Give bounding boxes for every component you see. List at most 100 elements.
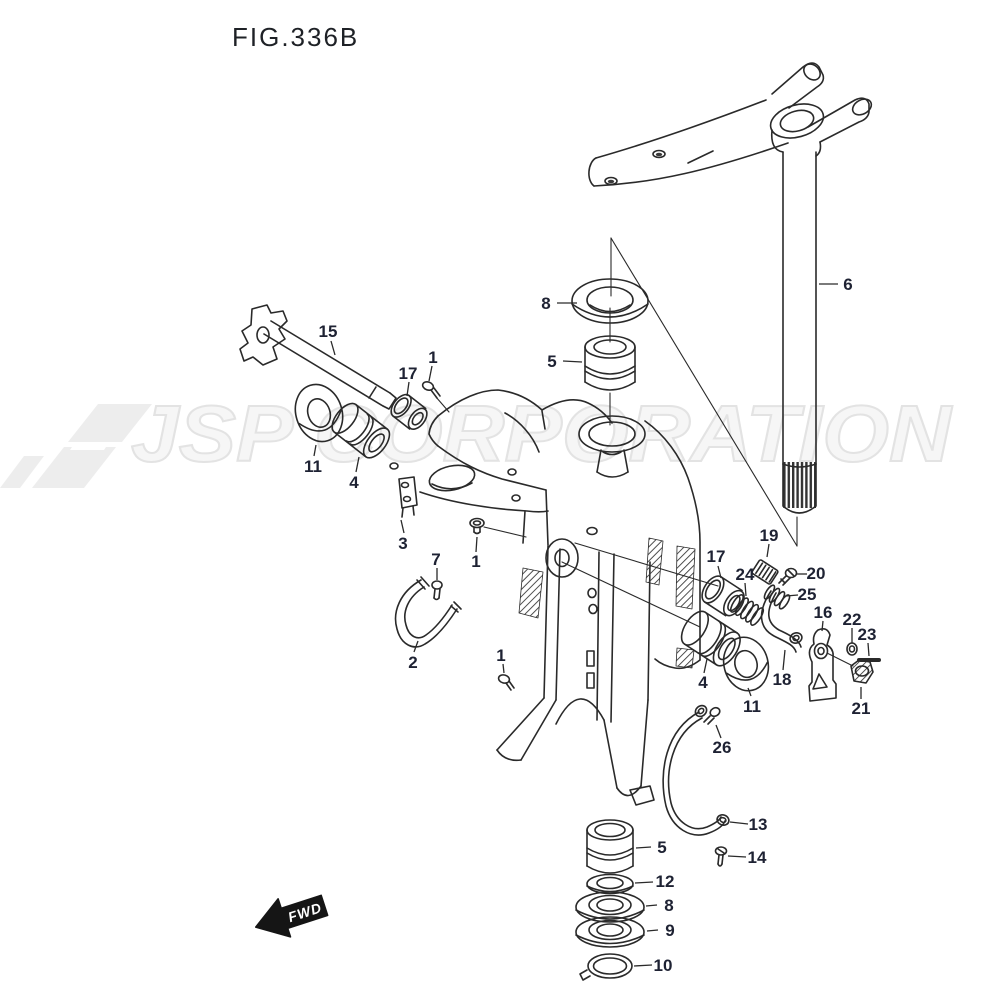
part-8-washer-bottom-art (575, 891, 645, 923)
swivel-bracket-art (389, 389, 719, 806)
part-18-link-rod-art (760, 590, 803, 653)
leader-line-part-26 (715, 724, 722, 739)
part-11-washer-left-art (294, 383, 344, 443)
part-label-12: 12 (656, 872, 675, 891)
part-2-clamp-art (394, 576, 462, 648)
fwd-direction-arrow: FWD (254, 894, 329, 938)
part-14-screw-art (714, 846, 728, 867)
part-10-ring-art (579, 953, 633, 981)
part-label-4: 4 (698, 673, 708, 692)
leader-line-part-1 (502, 663, 505, 674)
leader-line-part-9 (646, 929, 659, 932)
part-11-washer-right-art (722, 636, 770, 692)
part-label-21: 21 (852, 699, 871, 718)
leader-line-part-18 (782, 649, 786, 671)
leader-line-part-11 (747, 687, 752, 697)
part-label-26: 26 (713, 738, 732, 757)
leader-line-part-12 (634, 881, 654, 884)
part-label-16: 16 (814, 603, 833, 622)
leader-line-part-19 (766, 543, 770, 558)
part-label-5: 5 (547, 352, 556, 371)
part-label-2: 2 (408, 653, 417, 672)
part-19-clip-art (751, 559, 779, 585)
leader-line-part-1 (475, 536, 478, 553)
part-label-23: 23 (858, 625, 877, 644)
part-4-bushing-left-art (331, 402, 391, 459)
watermark-text: JSP CORPORATION (131, 389, 953, 478)
leader-line-part-24 (744, 582, 747, 597)
part-label-14: 14 (748, 848, 767, 867)
part-21-nut-art (850, 659, 874, 684)
watermark-logo-cut (70, 444, 108, 450)
leader-line-part-4 (355, 456, 360, 473)
part-13-cable-art (662, 704, 730, 836)
part-label-24: 24 (736, 565, 755, 584)
leader-line-part-23 (867, 642, 870, 657)
leader-line-part-3 (400, 519, 405, 534)
part-label-17: 17 (399, 364, 418, 383)
part-20-screw-art (778, 567, 798, 586)
part-label-7: 7 (431, 550, 440, 569)
part-label-1: 1 (496, 646, 505, 665)
part-1-bolt-upper-art (421, 380, 450, 413)
figure-title: FIG.336B (232, 22, 360, 52)
part-label-1: 1 (428, 348, 437, 367)
part-25-spring-art (763, 584, 791, 610)
part-26-bolt-art (703, 706, 721, 725)
leader-line-part-25 (785, 594, 799, 597)
leader-line-part-15 (330, 340, 336, 356)
leader-line-part-4 (703, 658, 708, 674)
leader-line-part-11 (313, 444, 317, 457)
part-label-5: 5 (657, 838, 666, 857)
part-label-6: 6 (843, 275, 852, 294)
leader-line-part-5 (635, 846, 652, 849)
part-17-bushing-right-art (701, 575, 745, 617)
part-label-10: 10 (654, 956, 673, 975)
part-label-19: 19 (760, 526, 779, 545)
leader-line-part-17 (406, 381, 410, 397)
part-7-bolt-art (431, 580, 443, 601)
part-label-25: 25 (798, 585, 817, 604)
watermark-logo (0, 456, 44, 488)
leader-line-part-1 (428, 365, 433, 382)
part-17-bushing-left-art (390, 393, 428, 430)
leader-line-part-16 (821, 620, 824, 632)
part-label-11: 11 (743, 697, 761, 716)
part-4-bushing-right-art (680, 610, 741, 667)
part-12-washer-art (586, 873, 634, 895)
part-6-swivel-shaft-art (588, 62, 873, 514)
part-8-washer-top-art (571, 278, 649, 324)
part-label-8: 8 (541, 294, 550, 313)
part-22-washer-art (846, 642, 858, 656)
part-9-washer-art (575, 916, 645, 948)
leader-line-part-2 (413, 640, 419, 653)
part-label-4: 4 (349, 473, 359, 492)
leader-line-part-10 (633, 964, 653, 967)
watermark-logo (68, 404, 152, 442)
part-1-grease-nipple-art (469, 517, 527, 538)
part-label-11: 11 (304, 457, 322, 476)
part-5-bushing-top-art (584, 335, 636, 391)
part-15-tilt-tube-art (239, 304, 397, 410)
part-label-13: 13 (749, 815, 768, 834)
part-5-bushing-bottom-art (586, 819, 634, 874)
part-label-18: 18 (773, 670, 792, 689)
part-label-9: 9 (665, 921, 674, 940)
part-label-22: 22 (843, 610, 862, 629)
part-label-3: 3 (398, 534, 407, 553)
leader-line-part-8 (645, 904, 658, 907)
part-label-1: 1 (471, 552, 480, 571)
watermark-logo (32, 447, 116, 488)
part-label-20: 20 (807, 564, 826, 583)
part-label-8: 8 (664, 896, 673, 915)
leader-line-part-17 (717, 565, 722, 579)
leader-line-part-14 (727, 855, 747, 858)
leader-line-part-5 (562, 360, 583, 363)
part-16-bracket-art (808, 628, 854, 702)
part-1-bolt-lower-art (497, 674, 515, 691)
leader-line-part-13 (729, 821, 749, 825)
part-label-17: 17 (707, 547, 726, 566)
